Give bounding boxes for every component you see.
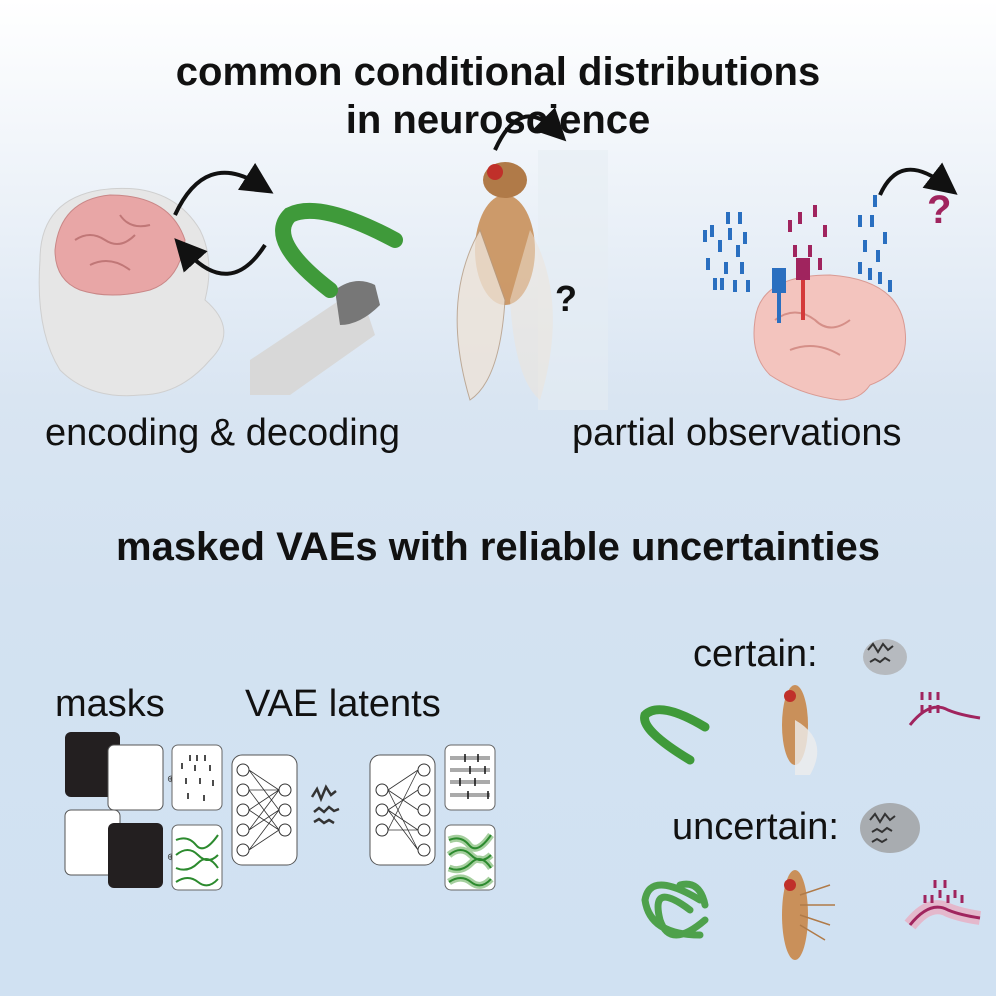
masks-label: masks: [55, 683, 165, 725]
input-data-panels: [171, 744, 223, 891]
certain-label: certain:: [693, 633, 818, 675]
uncertain-label: uncertain:: [672, 806, 839, 848]
decoder-network-icon: [369, 754, 436, 866]
human-brain-electrodes-icon: [753, 258, 907, 401]
title-line-1: common conditional distributions: [175, 50, 821, 94]
output-data-panels: [444, 744, 496, 891]
certain-examples: [640, 639, 981, 775]
encoding-decoding-label: encoding & decoding: [45, 412, 400, 454]
encoder-network-icon: [231, 754, 298, 866]
svg-text:⊕: ⊕: [167, 852, 175, 863]
mask-squares: ⊕ ⊕: [64, 732, 175, 888]
title-line-2: in neuroscience: [345, 98, 651, 142]
uncertain-examples: [641, 803, 982, 960]
spike-raster-icons: [703, 162, 958, 292]
vae-latents-label: VAE latents: [245, 683, 441, 725]
arm-trajectory-icon: [250, 202, 403, 395]
bottom-title: masked VAEs with reliable uncertainties: [116, 525, 880, 569]
monkey-brain-icon: [38, 187, 225, 397]
latent-squiggle-icon: [310, 784, 340, 825]
fly-icon: [456, 107, 608, 410]
cycle-arrows-icon: [173, 162, 274, 276]
fly-question-mark: ?: [555, 278, 577, 319]
partial-observations-label: partial observations: [572, 412, 902, 454]
svg-text:⊕: ⊕: [167, 774, 175, 785]
spikes-question-mark: ?: [927, 188, 952, 232]
